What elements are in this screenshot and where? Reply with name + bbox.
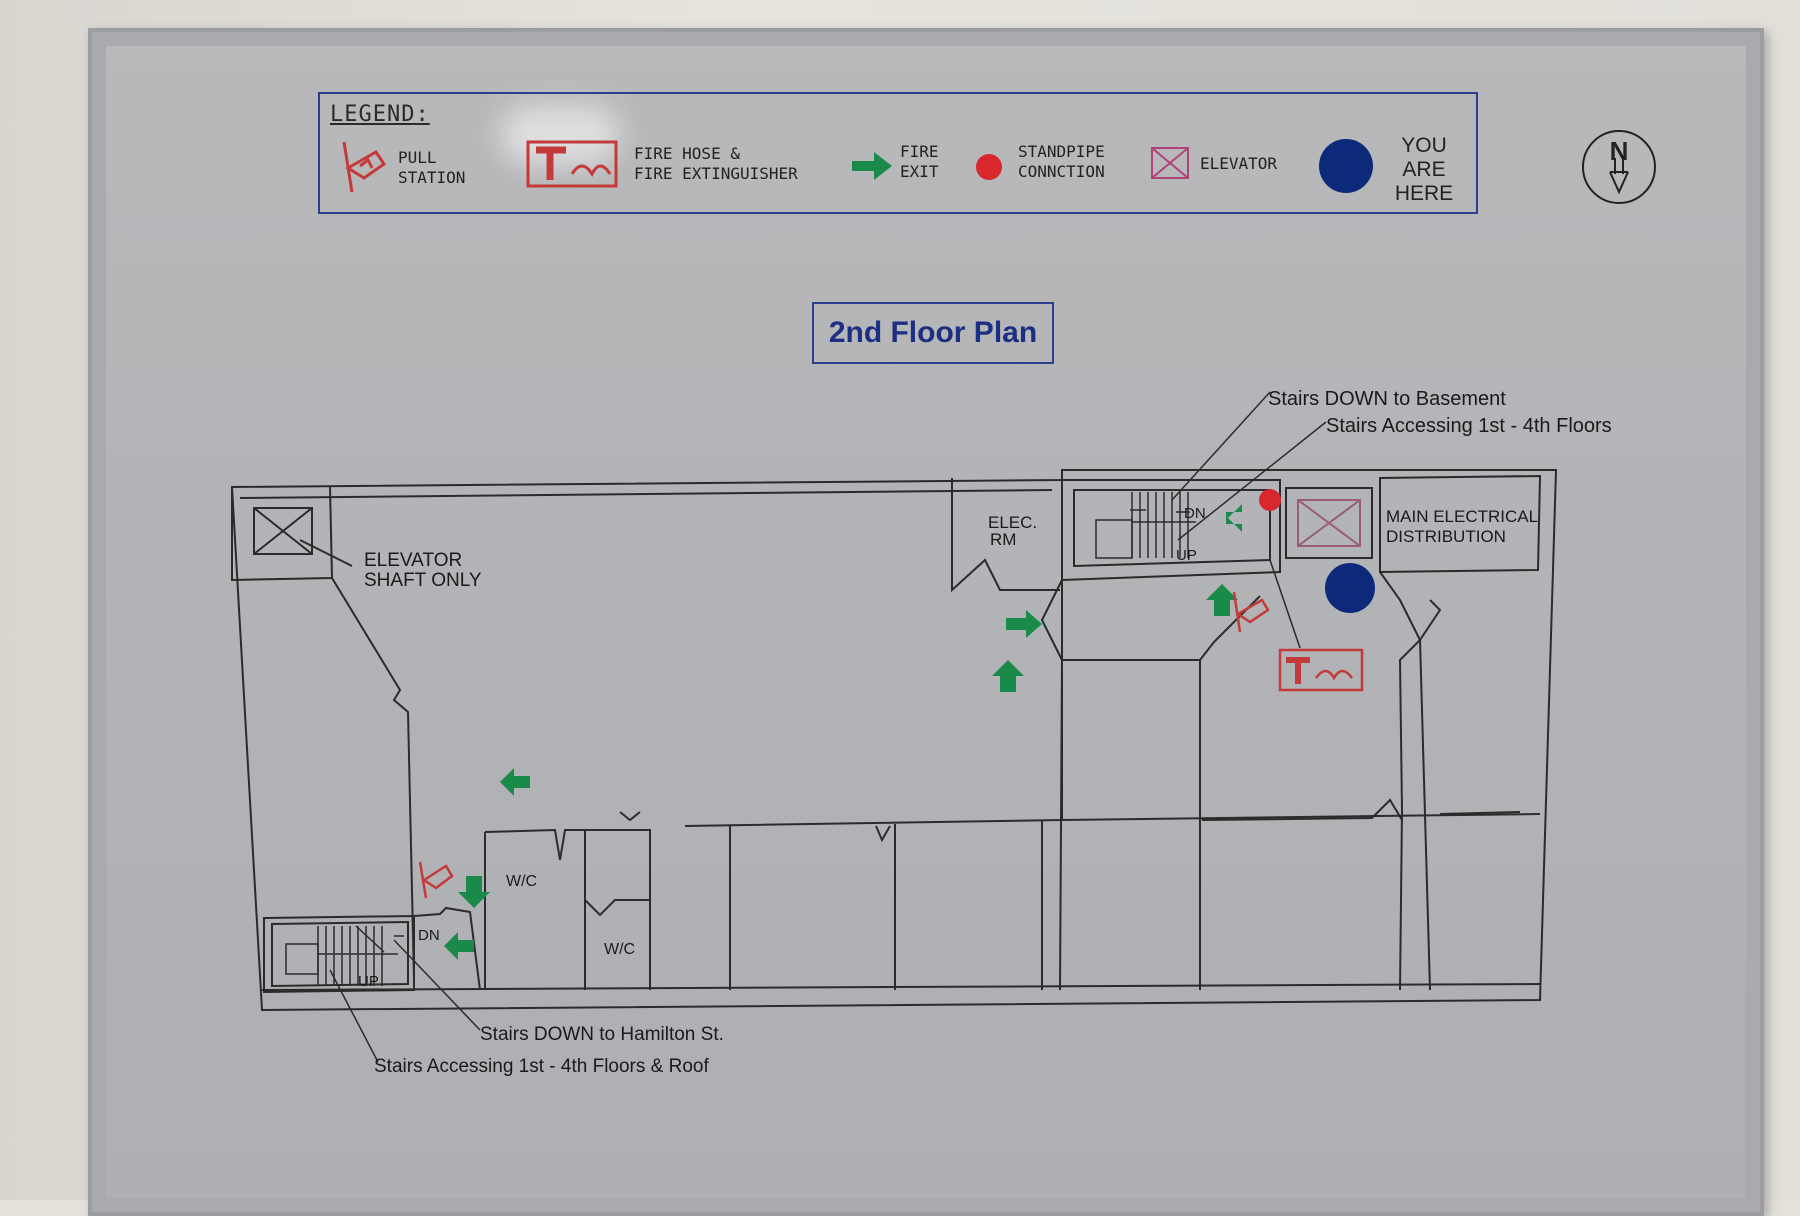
legend-label-pull-station: PULL STATION xyxy=(398,148,466,187)
elevator-icon xyxy=(1151,147,1189,179)
pull-station-icon xyxy=(342,141,387,193)
legend-label-fire-hose: FIRE HOSE & FIRE EXTINGUISHER xyxy=(634,144,798,183)
fire-exit-arrows xyxy=(444,504,1242,960)
label-stairs-down-basement: Stairs DOWN to Basement xyxy=(1268,388,1506,410)
label-stairs-accessing-1-4: Stairs Accessing 1st - 4th Floors xyxy=(1326,415,1612,437)
label-main-electrical-line2: DISTRIBUTION xyxy=(1386,527,1506,546)
elevator-symbol-right xyxy=(1297,499,1361,547)
label-main-electrical: MAIN ELECTRICAL DISTRIBUTION xyxy=(1386,507,1542,546)
legend-label-standpipe: STANDPIPE CONNCTION xyxy=(1018,142,1105,181)
fire-exit-arrow-icon xyxy=(852,152,892,180)
exit-arrow-up-left xyxy=(992,660,1024,692)
exit-arrow-left-mid xyxy=(500,768,530,796)
legend-title: LEGEND: xyxy=(330,102,430,127)
fire-hose-extinguisher-icon xyxy=(526,140,618,188)
sign-plate xyxy=(88,28,1764,1216)
exit-arrow-down-left xyxy=(458,876,490,908)
legend-label-you-are-here: YOU ARE HERE xyxy=(1394,134,1454,205)
plan-walls xyxy=(230,469,1558,1012)
label-elevator-shaft: ELEVATOR SHAFT ONLY xyxy=(364,550,482,591)
label-elec-rm-line1: ELEC. xyxy=(988,513,1037,532)
legend-box: LEGEND: PULL STATION FIRE HOSE & FIRE EX… xyxy=(318,92,1478,214)
pull-station-markers xyxy=(418,591,1270,899)
pull-station-left xyxy=(418,861,454,899)
label-up-right: UP xyxy=(1176,547,1197,564)
pull-station-right xyxy=(1232,591,1270,633)
you-are-here-dot-icon xyxy=(1319,139,1373,193)
stairs-right xyxy=(1095,492,1196,559)
page-title: 2nd Floor Plan xyxy=(812,302,1054,364)
label-wc-2: W/C xyxy=(604,941,635,958)
elevator-shaft-symbol xyxy=(253,507,353,567)
leader-lines xyxy=(329,391,1327,1063)
label-elec-rm-line2: RM xyxy=(990,530,1016,549)
label-dn-right: DN xyxy=(1184,505,1206,522)
north-arrow-icon: N xyxy=(1582,130,1656,204)
exit-arrow-left-stairs xyxy=(1226,504,1242,532)
legend-label-fire-exit: FIRE EXIT xyxy=(900,142,939,181)
exit-arrow-right xyxy=(1006,610,1042,638)
stairs-left xyxy=(285,925,404,986)
label-up-left: UP xyxy=(358,973,379,990)
label-stairs-down-hamilton: Stairs DOWN to Hamilton St. xyxy=(480,1024,724,1045)
exit-arrow-left-stairs-lower xyxy=(444,932,474,960)
label-stairs-accessing-1-4-roof: Stairs Accessing 1st - 4th Floors & Roof xyxy=(374,1056,709,1077)
exit-arrow-up-right xyxy=(1206,584,1238,616)
standpipe-marker xyxy=(1259,489,1281,511)
label-elec-rm: ELEC. RM xyxy=(988,513,1042,549)
light-glare xyxy=(500,105,620,165)
you-are-here-marker xyxy=(1325,563,1375,613)
north-label: N xyxy=(1610,136,1629,166)
label-elevator-shaft-line1: ELEVATOR xyxy=(364,550,462,571)
label-main-electrical-line1: MAIN ELECTRICAL xyxy=(1386,507,1538,526)
label-elevator-shaft-line2: SHAFT ONLY xyxy=(364,570,482,591)
legend-label-elevator: ELEVATOR xyxy=(1200,154,1278,173)
fire-hose-marker xyxy=(1278,648,1364,692)
label-dn-left: DN xyxy=(418,927,440,944)
label-wc-1: W/C xyxy=(506,873,537,890)
standpipe-dot-icon xyxy=(976,154,1002,180)
